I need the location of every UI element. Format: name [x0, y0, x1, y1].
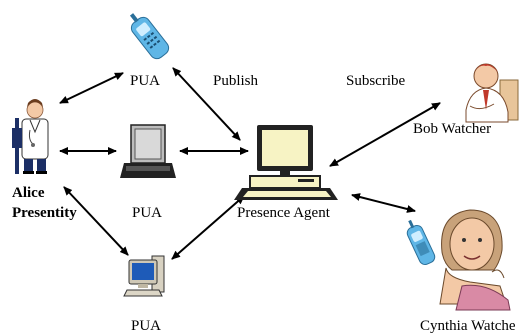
pua-bottom-label: PUA — [131, 318, 162, 334]
publish-label: Publish — [213, 73, 259, 89]
business-man-icon — [465, 63, 519, 123]
woman-portrait-icon — [439, 209, 511, 311]
laptop-icon — [120, 124, 176, 178]
mobile-phone-icon — [406, 219, 436, 266]
arrow-pua-top-alice — [59, 72, 124, 104]
arrow-agent-bob — [329, 102, 441, 167]
pua-top-label: PUA — [130, 73, 161, 89]
alice-label-line2: Presentity — [12, 205, 77, 221]
mobile-phone-icon — [129, 13, 170, 60]
alice-label-line1: Alice — [12, 185, 45, 201]
arrow-agent-cynthia — [351, 193, 416, 213]
desktop-computer-icon — [123, 255, 165, 297]
presence-agent-label: Presence Agent — [237, 205, 330, 221]
arrow-alice-pua-bottom — [63, 186, 129, 256]
doctor-person-icon — [12, 99, 49, 174]
connectors — [59, 67, 441, 260]
pua-middle-label: PUA — [132, 205, 163, 221]
bob-watcher-label: Bob Watcher — [413, 121, 492, 137]
desktop-computer-icon — [234, 125, 338, 200]
subscribe-label: Subscribe — [346, 73, 406, 89]
arrow-pua-top-agent — [172, 67, 241, 141]
cynthia-watcher-label: Cynthia Watche — [420, 318, 516, 334]
arrow-pua-bottom-agent — [171, 195, 245, 260]
